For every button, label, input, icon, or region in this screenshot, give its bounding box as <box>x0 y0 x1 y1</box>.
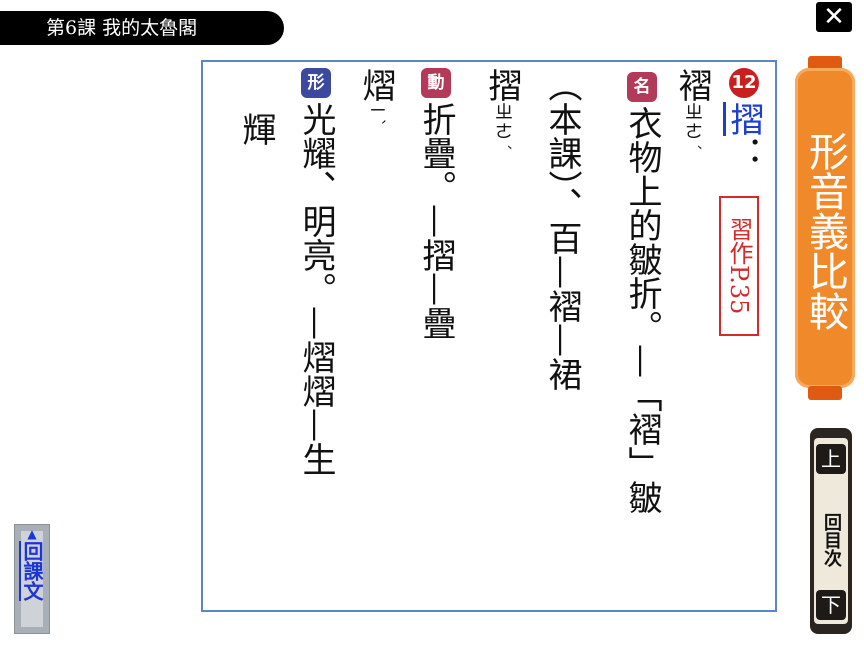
reading-line: 摺ㄓㄜˊ <box>479 68 525 608</box>
nav-down-button[interactable]: 下 <box>816 590 846 620</box>
entry-heading: 12 摺： <box>721 68 767 608</box>
zhuyin: ㄓㄜˊ <box>492 102 513 153</box>
definition-text: 光耀、明亮。—熠熠—生 <box>296 102 336 476</box>
back-to-lesson-button[interactable]: ▲ 回課文 <box>14 524 50 634</box>
category-scroll: 形音義比較 <box>795 68 855 388</box>
scroll-cap-bottom <box>808 386 842 400</box>
nav-up-button[interactable]: 上 <box>816 444 846 474</box>
part-of-speech-tag: 形 <box>301 68 331 98</box>
content-panel: 12摺： 習作P.35 褶ㄓㄜˊ 名衣物上的皺折。—「褶」皺 （本課）、百—褶—… <box>201 60 777 612</box>
definition-text: 衣物上的皺折。—「褶」皺 <box>622 106 662 514</box>
definition-text: （本課）、百—褶—裙 <box>542 68 582 391</box>
part-of-speech-tag: 名 <box>627 72 657 102</box>
reading-char: 摺 <box>482 68 522 102</box>
entry-number-badge: 12 <box>729 68 759 98</box>
continuation-line: （本課）、百—褶—裙 <box>539 68 585 608</box>
close-button[interactable]: ✕ <box>816 2 852 32</box>
category-title: 形音義比較 <box>802 131 848 331</box>
entry-colon: ： <box>724 136 764 170</box>
reading-char: 熠 <box>356 68 396 102</box>
reading-line: 褶ㄓㄜˊ <box>669 68 715 608</box>
workbook-reference: 習作P.35 <box>719 196 759 336</box>
zhuyin: ㄧˋ <box>366 102 387 130</box>
part-of-speech-tag: 動 <box>421 68 451 98</box>
lesson-title-bar: 第6課 我的太魯閣 <box>0 11 284 45</box>
up-arrow-icon: ▲ <box>27 527 37 541</box>
reading-char: 褶 <box>672 68 712 102</box>
nav-strip: 上 回目次 下 <box>810 428 852 634</box>
scroll-cap-top <box>808 56 842 70</box>
definition-text: 輝 <box>236 112 276 146</box>
definition-line: 形光耀、明亮。—熠熠—生 <box>293 68 339 608</box>
back-button-inner <box>21 531 43 627</box>
lesson-title: 第6課 我的太魯閣 <box>46 17 198 39</box>
nav-menu-button[interactable]: 回目次 <box>821 513 842 567</box>
definition-line: 名衣物上的皺折。—「褶」皺 <box>619 72 665 610</box>
close-icon: ✕ <box>823 2 845 32</box>
reading-line: 熠ㄧˋ <box>353 68 399 608</box>
continuation-line: 輝 <box>233 112 279 610</box>
entry-main-char[interactable]: 摺 <box>724 102 764 136</box>
back-to-lesson-label[interactable]: 回課文 <box>20 541 44 601</box>
definition-text: 折疊。—摺—疊 <box>416 102 456 340</box>
zhuyin: ㄓㄜˊ <box>682 102 703 153</box>
definition-line: 動折疊。—摺—疊 <box>413 68 459 608</box>
